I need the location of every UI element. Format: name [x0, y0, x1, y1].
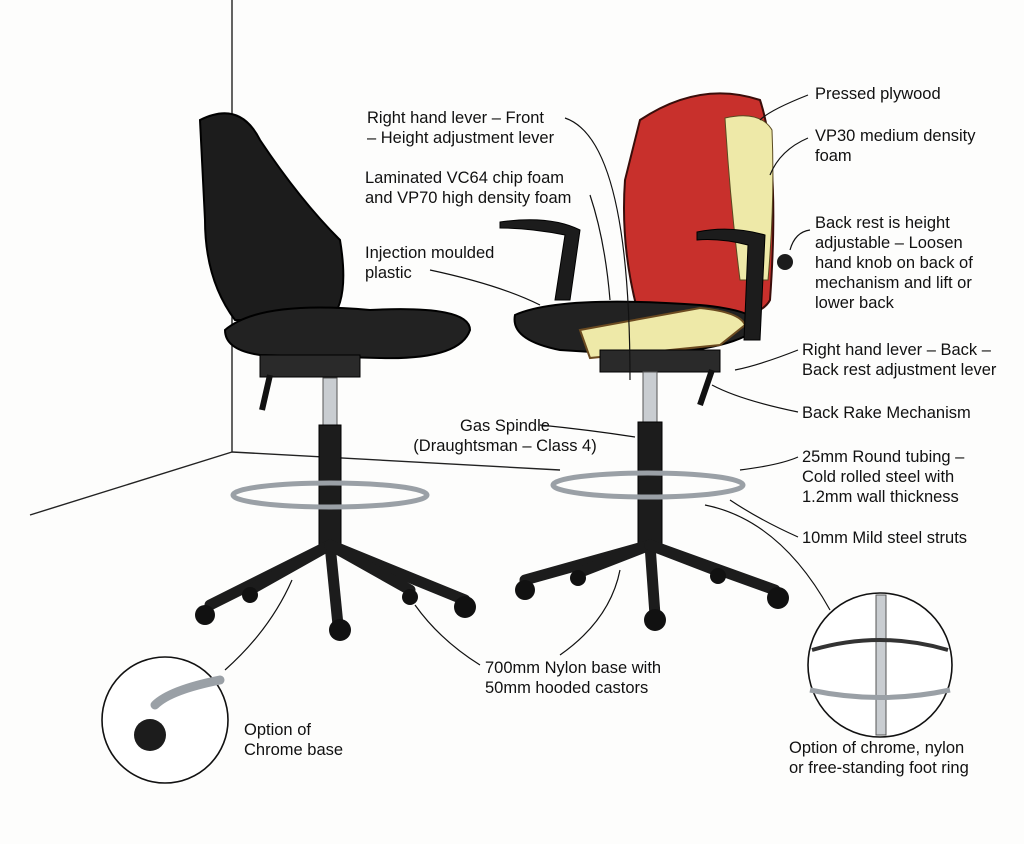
- plywood-label: Pressed plywood: [815, 84, 941, 104]
- left-armrest: [499, 219, 581, 301]
- backrest-knob: [777, 254, 793, 270]
- struts-label: 10mm Mild steel struts: [802, 528, 967, 548]
- back-lever-label: Right hand lever – Back – Back rest adju…: [802, 340, 996, 380]
- label-line: mechanism and lift or: [815, 274, 972, 292]
- black-seat: [223, 306, 472, 360]
- label-line: Option of: [244, 721, 311, 739]
- label-line: Cold rolled steel with: [802, 468, 955, 486]
- label-line: adjustable – Loosen: [815, 234, 963, 252]
- label-line: Laminated VC64 chip foam: [365, 169, 565, 187]
- base-label: 700mm Nylon base with 50mm hooded castor…: [485, 658, 661, 698]
- label-line: Right hand lever – Front: [367, 109, 545, 127]
- label-line: Gas Spindle: [460, 417, 550, 435]
- black-castors: [195, 587, 476, 641]
- label-line: lower back: [815, 294, 894, 312]
- label-line: Option of chrome, nylon: [789, 739, 965, 757]
- red-column: [637, 421, 663, 548]
- seat-foam-cutaway: [578, 306, 747, 360]
- red-gas-spindle: [642, 371, 658, 428]
- black-mechanism: [259, 354, 361, 378]
- leader-lines: [224, 94, 831, 671]
- black-gas-spindle: [322, 377, 338, 429]
- label-line: 700mm Nylon base with: [485, 659, 662, 677]
- black-foot-ring: [230, 480, 430, 510]
- label-line: or free-standing foot ring: [789, 759, 969, 777]
- foot-ring-detail: [807, 592, 953, 738]
- label-line: 1.2mm wall thickness: [802, 488, 959, 506]
- label-line: 25mm Round tubing –: [802, 448, 965, 466]
- red-castors: [515, 568, 789, 631]
- label-line: Right hand lever – Back –: [802, 341, 991, 359]
- label-line: (Draughtsman – Class 4): [413, 437, 597, 455]
- vp30-label: VP30 medium density foam: [815, 126, 976, 166]
- rake-label: Back Rake Mechanism: [802, 403, 971, 423]
- black-backrest: [198, 112, 345, 321]
- label-line: Back Rake Mechanism: [802, 404, 971, 422]
- label-line: 50mm hooded castors: [485, 679, 649, 697]
- right-armrest: [696, 228, 766, 341]
- label-line: Chrome base: [244, 741, 344, 759]
- label-line: Injection moulded: [365, 244, 495, 262]
- label-line: plastic: [365, 264, 412, 282]
- backrest-label: Back rest is height adjustable – Loosen …: [815, 213, 973, 313]
- chrome-base-detail: [101, 656, 229, 784]
- spindle-label: Gas Spindle (Draughtsman – Class 4): [405, 416, 605, 456]
- foot-ring-label: Option of chrome, nylon or free-standing…: [789, 738, 969, 778]
- red-mechanism: [599, 349, 721, 373]
- label-line: Back rest adjustment lever: [802, 361, 997, 379]
- label-line: hand knob on back of: [815, 254, 973, 272]
- black-star-base: [204, 539, 471, 631]
- front-lever-label: Right hand lever – Front – Height adjust…: [367, 108, 554, 148]
- plastic-label: Injection moulded plastic: [365, 243, 494, 283]
- label-line: and VP70 high density foam: [365, 189, 572, 207]
- red-star-base: [519, 539, 781, 621]
- red-foot-ring: [550, 470, 746, 500]
- label-line: – Height adjustment lever: [367, 129, 555, 147]
- label-line: 10mm Mild steel struts: [802, 529, 968, 547]
- label-line: Back rest is height: [815, 214, 950, 232]
- foam-label: Laminated VC64 chip foam and VP70 high d…: [365, 168, 571, 208]
- label-line: VP30 medium density: [815, 127, 976, 145]
- red-chair: [499, 92, 793, 631]
- label-line: foam: [815, 147, 852, 165]
- label-line: Pressed plywood: [815, 85, 941, 103]
- chrome-base-label: Option of Chrome base: [244, 720, 343, 760]
- black-chair: [195, 112, 476, 641]
- tubing-label: 25mm Round tubing – Cold rolled steel wi…: [802, 447, 964, 507]
